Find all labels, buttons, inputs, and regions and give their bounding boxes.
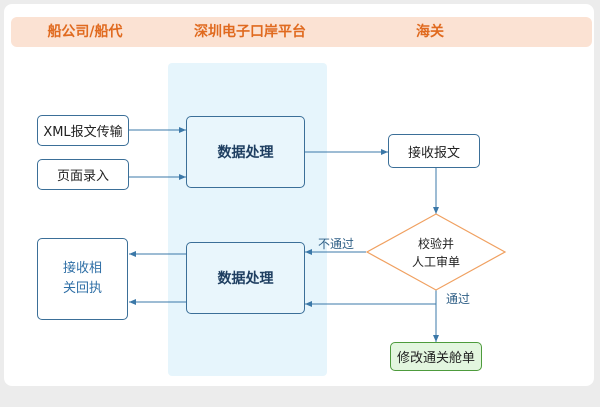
node-xml-transfer: XML报文传输 xyxy=(37,115,129,146)
eport-lane xyxy=(168,63,327,376)
node-modify-manifest: 修改通关舱单 xyxy=(390,342,482,371)
node-receive-message: 接收报文 xyxy=(388,134,480,168)
verify-diamond xyxy=(365,213,507,291)
node-data-process-bottom: 数据处理 xyxy=(186,242,305,314)
node-data-process-top: 数据处理 xyxy=(186,116,305,188)
node-receive-receipt: 接收相 关回执 xyxy=(37,238,128,320)
verify-line-1: 校验并 xyxy=(417,237,454,251)
label-fail: 不通过 xyxy=(318,237,355,251)
node-verify-review: 校验并 人工审单 xyxy=(396,235,476,271)
header-shipping-company: 船公司/船代 xyxy=(47,24,123,40)
receipt-line-1: 接收相 xyxy=(62,261,102,276)
label-pass: 通过 xyxy=(446,292,471,306)
header-eport-platform: 深圳电子口岸平台 xyxy=(194,24,306,40)
header-customs: 海关 xyxy=(416,24,444,40)
lane-header-bar xyxy=(11,17,592,47)
receipt-line-2: 关回执 xyxy=(62,281,102,296)
node-page-entry: 页面录入 xyxy=(37,159,129,190)
verify-line-2: 人工审单 xyxy=(411,255,460,269)
